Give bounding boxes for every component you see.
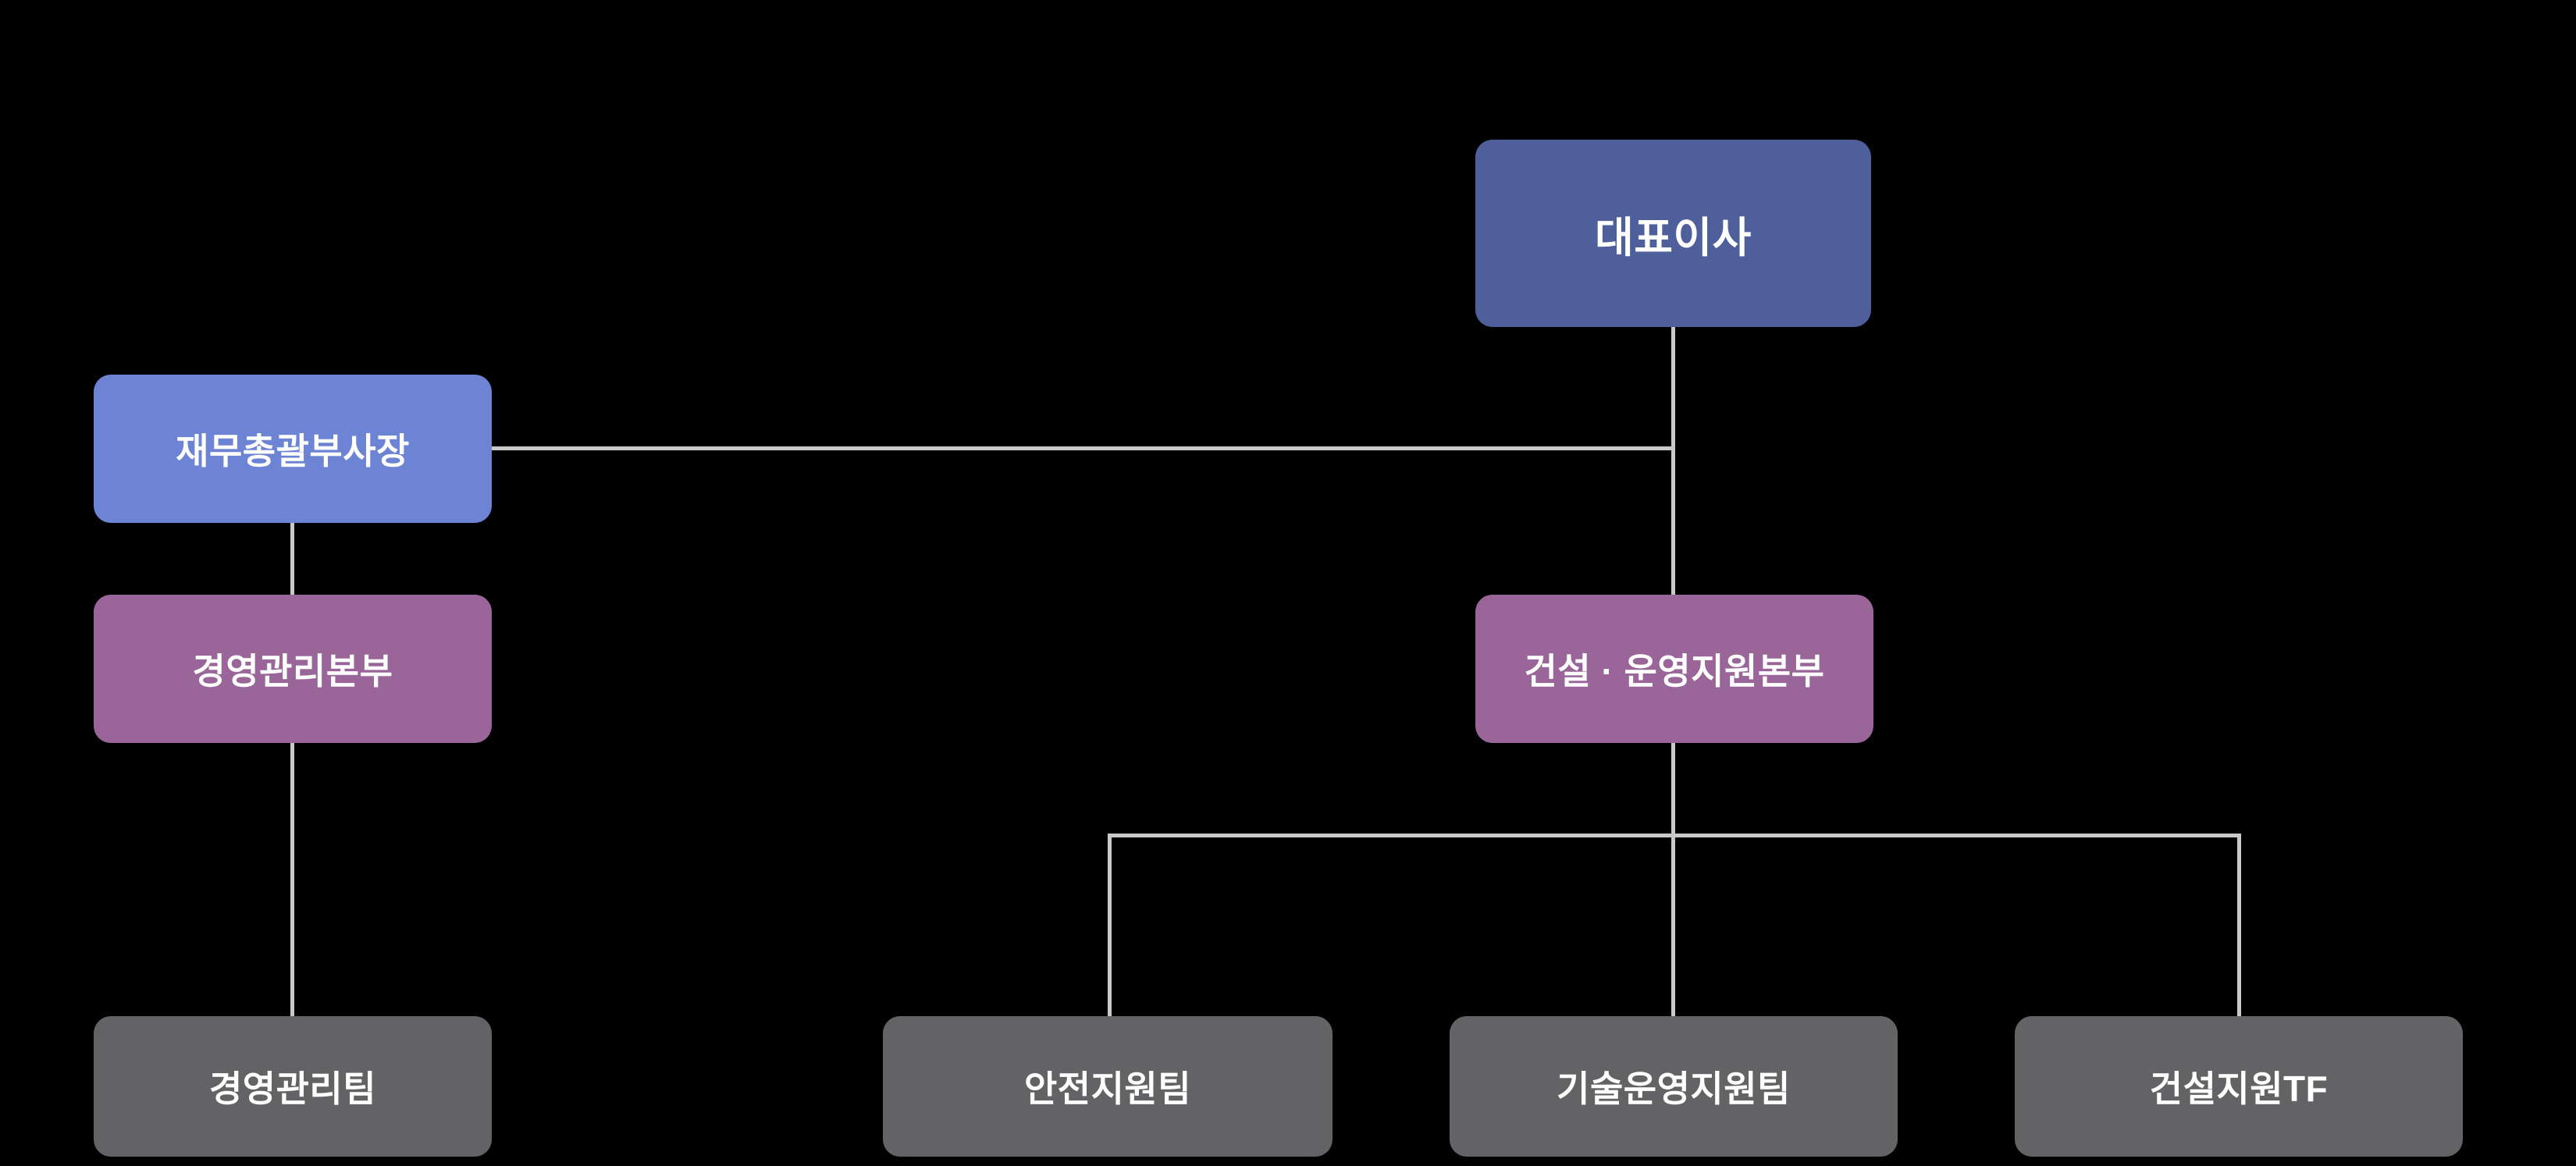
org-node-mgmt-team-label: 경영관리팀 — [208, 1068, 377, 1109]
org-node-tech-ops-team-label: 기술운영지원팀 — [1557, 1068, 1791, 1109]
org-node-cfo: 재무총괄부사장 — [94, 375, 492, 523]
org-node-cfo-label: 재무총괄부사장 — [176, 431, 410, 471]
org-node-construction-division-label: 건설 · 운영지원본부 — [1524, 651, 1825, 691]
connector-line-ceo-to-construction-division — [1671, 324, 1675, 596]
org-node-safety-team-label: 안전지원팀 — [1023, 1068, 1192, 1109]
connector-line-cfo-to-mgmt-division — [290, 521, 294, 596]
org-node-ceo-label: 대표이사 — [1595, 214, 1752, 261]
org-node-tech-ops-team: 기술운영지원팀 — [1450, 1016, 1898, 1157]
connector-line-drop-construction-tf — [2237, 834, 2241, 1018]
org-node-construction-tf: 건설지원TF — [2015, 1016, 2463, 1157]
connector-line-ceo-to-cfo — [491, 446, 1675, 450]
org-node-construction-division: 건설 · 운영지원본부 — [1475, 595, 1873, 743]
org-node-construction-tf-label: 건설지원TF — [2149, 1068, 2329, 1109]
org-node-ceo: 대표이사 — [1475, 140, 1871, 327]
connector-line-mgmt-division-to-mgmt-team — [290, 741, 294, 1018]
org-node-mgmt-division-label: 경영관리본부 — [192, 651, 393, 691]
connector-line-construction-division-down — [1671, 741, 1675, 837]
org-node-mgmt-division: 경영관리본부 — [94, 595, 492, 743]
org-node-safety-team: 안전지원팀 — [883, 1016, 1332, 1157]
org-node-mgmt-team: 경영관리팀 — [94, 1016, 492, 1157]
connector-line-drop-tech-ops-team — [1671, 834, 1675, 1018]
connector-line-drop-safety-team — [1108, 834, 1112, 1018]
